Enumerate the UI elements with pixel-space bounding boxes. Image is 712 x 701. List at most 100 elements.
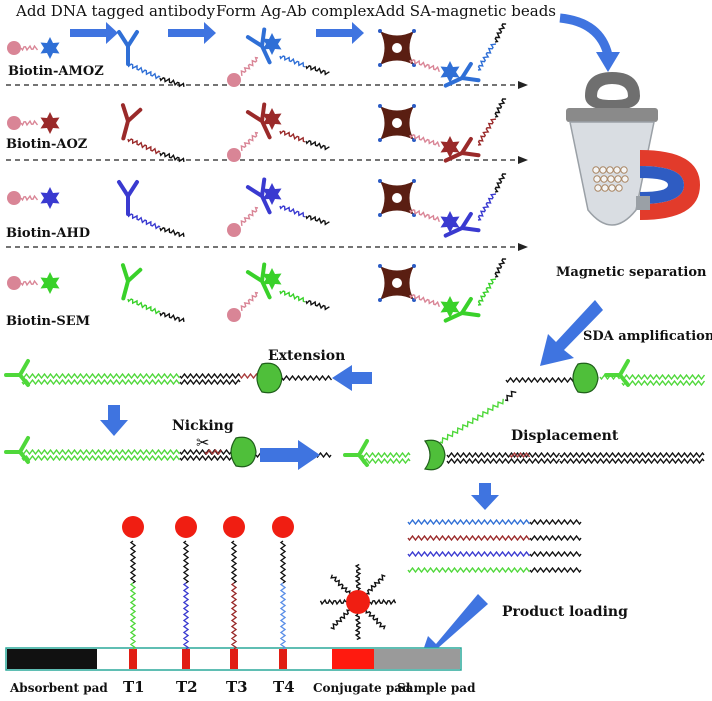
- top-step-arrows: [70, 22, 364, 44]
- template-green-b: [621, 379, 706, 387]
- nick-black-2: [179, 454, 241, 462]
- magnetic-bead: [378, 29, 416, 67]
- bead-antibody: [443, 296, 481, 323]
- reporter-black-4: [279, 540, 287, 584]
- bead-streptavidin: [412, 29, 416, 33]
- bead-tag: [477, 278, 497, 306]
- captured-bead: [613, 166, 621, 174]
- ext-black-2: [179, 378, 241, 386]
- nick-green-1: [21, 448, 181, 456]
- bead-linker: [409, 208, 440, 223]
- reporter-black-2: [182, 540, 190, 584]
- product-strand-1: [407, 518, 531, 526]
- conjugate-nanoparticle: [346, 590, 370, 614]
- tag-strand: [127, 213, 161, 230]
- gold-nanoparticle-4: [272, 516, 294, 538]
- disp-green-1: [361, 451, 411, 459]
- sda-amplification-section: ✂: [4, 359, 706, 665]
- test-line-2: [182, 649, 190, 669]
- reporter-black-1: [129, 540, 137, 584]
- arrow-displacement: [260, 440, 320, 470]
- gold-nanoparticle-2: [175, 516, 197, 538]
- captured-bead: [607, 175, 615, 183]
- complex-tag-black: [305, 214, 330, 226]
- analyte-row-4: [7, 258, 507, 323]
- magnetic-bead: [378, 264, 416, 302]
- bead-streptavidin: [378, 138, 382, 142]
- label-biotin-aoz: Biotin-AOZ: [6, 137, 88, 152]
- nick-green-2: [21, 454, 181, 462]
- antigen-star: [40, 37, 60, 59]
- bead-linker: [409, 133, 440, 148]
- arrow-extension: [332, 365, 372, 391]
- sda-antibody-2: [4, 359, 30, 387]
- bead-linker: [409, 58, 440, 73]
- complex-biotin: [227, 308, 241, 322]
- captured-bead: [601, 184, 609, 192]
- captured-bead: [621, 175, 629, 183]
- disp-green-2: [361, 457, 411, 465]
- tube-cap: [585, 72, 640, 110]
- polymerase-4: [423, 439, 446, 471]
- complex-linker: [240, 56, 259, 76]
- row-separators: [6, 84, 520, 248]
- curved-arrow-head: [596, 52, 620, 72]
- step-add-antibody: Add DNA tagged antibody: [15, 2, 216, 20]
- capture-probe-4: [279, 582, 287, 650]
- captured-bead: [600, 175, 608, 183]
- captured-bead: [608, 184, 616, 192]
- bead-center: [392, 193, 402, 203]
- antibody-arm: [120, 263, 143, 301]
- antibody-arm: [443, 61, 481, 88]
- label-magnetic-separation: Magnetic separation: [556, 265, 707, 280]
- separator-arrowheads: [518, 81, 528, 251]
- biotin: [7, 116, 21, 130]
- sda-antibody-1: [604, 359, 630, 387]
- label-product-loading: Product loading: [502, 604, 628, 620]
- complex-tag-black: [305, 299, 330, 311]
- complex-biotin: [227, 223, 241, 237]
- test-line-1: [129, 649, 137, 669]
- product-black-1: [529, 518, 582, 526]
- product-strand-4: [407, 566, 531, 574]
- bead-streptavidin: [378, 264, 382, 268]
- antigen-star: [40, 112, 60, 134]
- step-add-beads: Add SA-magnetic beads: [374, 2, 556, 20]
- biotin: [7, 41, 21, 55]
- analyte-row-2: [7, 98, 507, 163]
- label-biotin-amoz: Biotin-AMOZ: [8, 64, 104, 79]
- complex-tag-black: [305, 64, 330, 76]
- complex-linker: [240, 291, 259, 311]
- bead-tag: [477, 193, 497, 221]
- magnet-blue: [640, 166, 684, 204]
- ext-tail: [281, 374, 333, 382]
- sda-antibody-3: [4, 436, 30, 464]
- label-conjugate-pad: Conjugate pad: [313, 681, 411, 695]
- bead-antibody: [443, 211, 481, 238]
- arrow-nicking-down: [100, 405, 128, 436]
- arrow-products: [471, 483, 499, 510]
- complex-tag: [279, 205, 306, 218]
- bead-tag-black: [494, 23, 507, 43]
- bead-antibody: [443, 136, 481, 163]
- bead-streptavidin: [378, 179, 382, 183]
- label-sample-pad: Sample pad: [397, 681, 476, 695]
- scissors-icon: ✂: [196, 433, 209, 452]
- bead-streptavidin: [412, 264, 416, 268]
- antigen-star: [40, 187, 60, 209]
- capture-probe-3: [230, 582, 238, 650]
- captured-bead: [592, 166, 600, 174]
- captured-bead: [593, 175, 601, 183]
- bead-streptavidin: [412, 104, 416, 108]
- bead-center: [392, 278, 402, 288]
- nick-red: [204, 448, 223, 456]
- lateral-flow-strip: [5, 516, 462, 671]
- complex-tag: [279, 55, 306, 68]
- arrow-step-3: [316, 22, 364, 44]
- bead-streptavidin: [378, 29, 382, 33]
- label-biotin-sem: Biotin-SEM: [6, 314, 90, 329]
- polymerase-2: [256, 362, 283, 394]
- sda-antibody-4: [343, 439, 369, 467]
- test-line-label-t3: T3: [226, 678, 248, 696]
- complex-tag: [279, 130, 306, 143]
